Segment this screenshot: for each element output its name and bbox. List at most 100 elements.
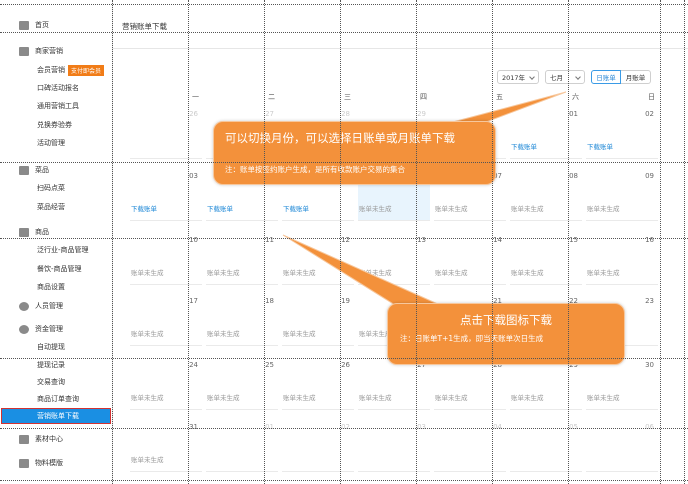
day-number: 30 <box>645 361 654 369</box>
calendar-day-cell: 03 下载账单 <box>130 166 202 221</box>
download-bill-link[interactable]: 下载账单 <box>283 205 309 213</box>
sidebar-group-fund[interactable]: 资金管理 <box>0 322 113 336</box>
day-number: 03 <box>417 423 426 431</box>
home-icon <box>19 20 29 30</box>
weekday-label: 二 <box>268 93 275 101</box>
day-number: 03 <box>189 172 198 180</box>
sidebar-group-goods[interactable]: 商品 <box>0 225 113 239</box>
callout-title: 可以切换月份，可以选择日账单或月账单下载 <box>225 131 455 145</box>
day-number: 31 <box>189 423 198 431</box>
weekday-label: 五 <box>496 93 503 101</box>
day-number: 22 <box>569 297 578 305</box>
year-select[interactable]: 2017年 <box>497 70 539 84</box>
day-number: 26 <box>189 110 198 118</box>
grid-icon <box>19 165 29 175</box>
sidebar-group-material-center[interactable]: 素材中心 <box>0 432 113 446</box>
download-bill-link[interactable]: 下载账单 <box>587 143 613 151</box>
day-number: 09 <box>645 172 654 180</box>
day-number: 04 <box>493 423 502 431</box>
day-number: 18 <box>265 297 274 305</box>
monthly-bill-toggle[interactable]: 月账单 <box>621 70 651 84</box>
daily-bill-toggle[interactable]: 日账单 <box>591 70 621 84</box>
sidebar-label: 物料模版 <box>35 459 63 467</box>
download-bill-link[interactable]: 下载账单 <box>511 143 537 151</box>
sidebar-group-dishes[interactable]: 菜品 <box>0 163 113 177</box>
sidebar-item-auto-withdraw[interactable]: 自动提现 <box>37 343 65 351</box>
sidebar-item-activity-mgmt[interactable]: 活动管理 <box>37 139 65 147</box>
callout-pointer-download <box>282 234 441 306</box>
sidebar-item-redeem-coupon[interactable]: 兑换券验券 <box>37 121 72 129</box>
bill-not-generated-label: 账单未生成 <box>131 269 164 277</box>
sidebar-item-trade-query[interactable]: 交易查询 <box>37 378 65 386</box>
calendar-day-cell: 05 <box>510 417 582 472</box>
sidebar-item-general-goods[interactable]: 泛行业-商品管理 <box>37 246 89 254</box>
sidebar-group-material-template[interactable]: 物料模版 <box>0 456 113 470</box>
calendar-day-cell: 02 <box>282 417 354 472</box>
calendar-day-cell: 10 账单未生成 <box>130 230 202 285</box>
coin-icon <box>19 324 29 334</box>
bill-not-generated-label: 账单未生成 <box>435 205 468 213</box>
title-divider <box>113 48 688 49</box>
day-number: 11 <box>265 236 274 244</box>
sidebar-label: 资金管理 <box>35 325 63 333</box>
day-number: 21 <box>493 297 502 305</box>
day-number: 15 <box>569 236 578 244</box>
bill-not-generated-label: 账单未生成 <box>283 394 316 402</box>
bill-not-generated-label: 账单未生成 <box>131 394 164 402</box>
sidebar-item-bill-download[interactable]: 营销账单下载 <box>1 408 111 424</box>
calendar-day-cell: 01 <box>206 417 278 472</box>
user-icon <box>19 301 29 311</box>
folder-icon <box>19 434 29 444</box>
sidebar-item-home[interactable]: 首页 <box>0 18 113 32</box>
sidebar-item-withdraw-records[interactable]: 提现记录 <box>37 361 65 369</box>
calendar-day-cell: 04 <box>434 417 506 472</box>
sidebar-item-dish-mgmt[interactable]: 菜品经营 <box>37 203 65 211</box>
page-title: 营销账单下载 <box>122 22 167 31</box>
bill-not-generated-label: 账单未生成 <box>435 269 468 277</box>
day-number: 28 <box>493 361 502 369</box>
sidebar-item-general-tools[interactable]: 通用营销工具 <box>37 102 79 110</box>
sidebar-item-scan-order[interactable]: 扫码点菜 <box>37 184 65 192</box>
day-number: 23 <box>645 297 654 305</box>
sidebar-item-member-marketing[interactable]: 会员营销 支付即会员 <box>0 63 113 77</box>
day-number: 19 <box>341 297 350 305</box>
day-number: 27 <box>417 361 426 369</box>
download-bill-link[interactable]: 下载账单 <box>131 205 157 213</box>
bill-not-generated-label: 账单未生成 <box>207 330 240 338</box>
sidebar-item-word-of-mouth[interactable]: 口碑活动报名 <box>37 84 79 92</box>
bill-not-generated-label: 账单未生成 <box>131 330 164 338</box>
callout-switch-month: 可以切换月份，可以选择日账单或月账单下载 注：账单按签约账户生成，是所有收款账户… <box>213 121 496 185</box>
day-number: 02 <box>645 110 654 118</box>
sidebar-item-goods-order-query[interactable]: 商品订单查询 <box>37 395 79 403</box>
sidebar-group-merchant-marketing[interactable]: 商家营销 <box>0 44 113 58</box>
calendar-day-cell: 01 下载账单 <box>510 104 582 159</box>
sidebar-group-staff[interactable]: 人员管理 <box>0 299 113 313</box>
day-number: 29 <box>569 361 578 369</box>
sidebar-item-food-goods[interactable]: 餐饮-商品管理 <box>37 265 82 273</box>
sidebar-item-goods-settings[interactable]: 商品设置 <box>37 283 65 291</box>
day-number: 05 <box>569 423 578 431</box>
bill-not-generated-label: 账单未生成 <box>359 205 392 213</box>
sidebar-label: 商家营销 <box>35 47 63 55</box>
day-number: 10 <box>189 236 198 244</box>
bill-not-generated-label: 账单未生成 <box>511 394 544 402</box>
image-icon <box>19 227 29 237</box>
callout-title: 点击下载图标下载 <box>460 313 552 327</box>
download-bill-link[interactable]: 下载账单 <box>207 205 233 213</box>
bill-not-generated-label: 账单未生成 <box>511 205 544 213</box>
bill-not-generated-label: 账单未生成 <box>283 269 316 277</box>
bill-not-generated-label: 账单未生成 <box>435 394 468 402</box>
sidebar-label: 素材中心 <box>35 435 63 443</box>
day-number: 01 <box>569 110 578 118</box>
calendar-day-cell: 06 <box>586 417 658 472</box>
day-number: 28 <box>341 110 350 118</box>
bill-not-generated-label: 账单未生成 <box>283 330 316 338</box>
month-select[interactable]: 七月 <box>545 70 585 84</box>
calendar-day-cell: 26 <box>130 104 202 159</box>
